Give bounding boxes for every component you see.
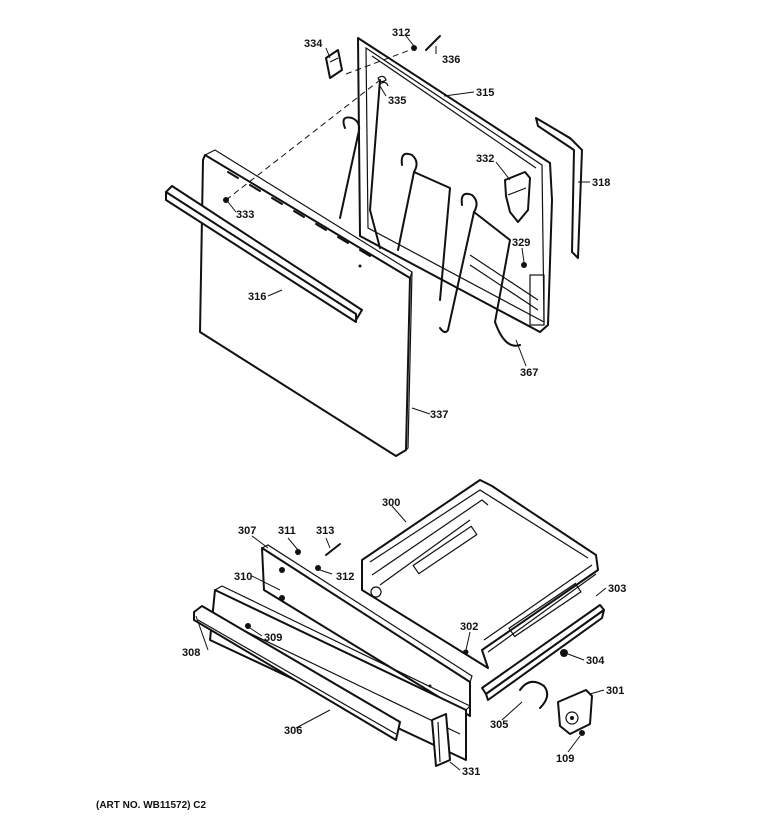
art-number: (ART NO. WB11572) C2 (96, 800, 206, 811)
end-bracket-331 (431, 713, 451, 767)
nut-312-lower (315, 565, 321, 571)
door-inner-liner (357, 37, 553, 333)
label-305: 305 (490, 719, 508, 731)
label-334: 334 (304, 38, 323, 50)
label-307: 307 (238, 525, 256, 537)
screw-309 (245, 623, 251, 629)
drawer-clip-305 (519, 680, 549, 709)
drawer-slide-rail (481, 604, 605, 701)
label-311: 311 (278, 525, 296, 537)
label-329: 329 (512, 237, 530, 249)
screw-302 (463, 649, 469, 655)
label-304: 304 (586, 655, 605, 667)
label-312-lower: 312 (336, 571, 354, 583)
label-332: 332 (476, 153, 494, 165)
label-300: 300 (382, 497, 400, 509)
door-gasket-318 (535, 117, 583, 259)
label-337: 337 (430, 409, 448, 421)
label-316: 316 (248, 291, 266, 303)
drawer-bracket-301 (557, 689, 593, 735)
leader-lines (195, 35, 607, 771)
alignment-line (225, 79, 381, 201)
label-333: 333 (236, 209, 254, 221)
label-310: 310 (234, 571, 252, 583)
label-318: 318 (592, 177, 610, 189)
label-301: 301 (606, 685, 624, 697)
label-302: 302 (460, 621, 478, 633)
hinge-bracket-332 (504, 171, 531, 223)
screw-313 (325, 543, 341, 556)
label-306: 306 (284, 725, 302, 737)
label-335: 335 (388, 95, 406, 107)
part-labels: 334 312 336 335 315 332 318 329 333 316 … (182, 27, 626, 778)
label-313: 313 (316, 525, 334, 537)
drawer-front-inner-panel (261, 544, 473, 717)
label-303: 303 (608, 583, 626, 595)
nut-312-upper (411, 45, 417, 51)
screw-336 (425, 35, 441, 51)
label-336: 336 (442, 54, 460, 66)
label-308: 308 (182, 647, 200, 659)
label-367: 367 (520, 367, 538, 379)
door-hinge-wires (339, 79, 521, 347)
door-handle-trim (165, 185, 363, 323)
screw-109 (579, 730, 585, 736)
label-331: 331 (462, 766, 480, 778)
label-315: 315 (476, 87, 494, 99)
drawer-body (361, 479, 599, 669)
door-vent-slots (227, 171, 371, 257)
outer-door-panel (199, 149, 413, 457)
label-109: 109 (556, 753, 574, 765)
alignment-line (345, 49, 411, 75)
drawer-handle (193, 605, 401, 741)
screw-311 (295, 549, 301, 555)
screw-329 (521, 262, 527, 268)
label-312-upper: 312 (392, 27, 410, 39)
label-309: 309 (264, 632, 282, 644)
nut-304 (560, 649, 568, 657)
